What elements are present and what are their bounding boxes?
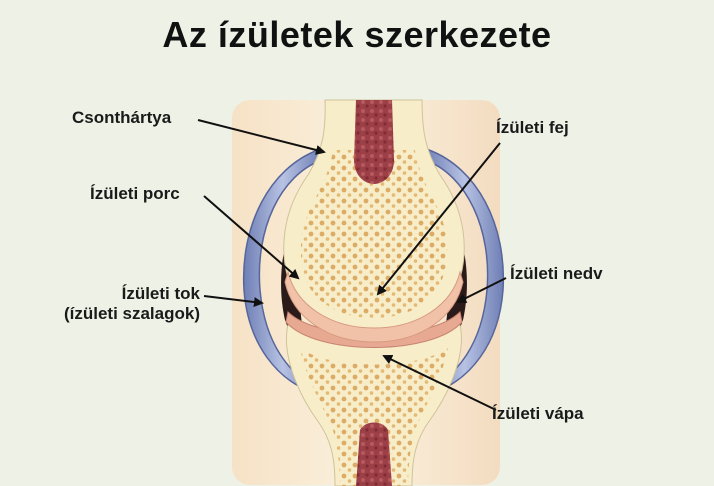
label-periosteum: Csonthártya bbox=[72, 108, 172, 127]
head-cartilage bbox=[284, 270, 464, 343]
arrow-head bbox=[376, 142, 501, 296]
label-capsule-line2: (ízületi szalagok) bbox=[63, 304, 200, 323]
arrow-periosteum bbox=[197, 119, 326, 155]
label-capsule-line1: Ízületi tok bbox=[121, 284, 200, 303]
label-cartilage: Ízületi porc bbox=[90, 184, 180, 203]
arrow-fluid bbox=[456, 277, 507, 303]
arrow-socket bbox=[382, 354, 497, 411]
label-head: Ízületi fej bbox=[496, 118, 569, 137]
leader-arrows bbox=[197, 119, 507, 411]
label-capsule: Ízületi tok (ízületi szalagok) bbox=[40, 284, 200, 324]
lower-bone bbox=[286, 317, 462, 486]
arrow-cartilage bbox=[203, 195, 300, 280]
label-fluid: Ízületi nedv bbox=[510, 264, 603, 283]
label-socket: Ízületi vápa bbox=[492, 404, 584, 423]
page-title: Az ízületek szerkezete bbox=[162, 14, 552, 55]
upper-bone bbox=[283, 99, 465, 336]
arrow-capsule bbox=[203, 295, 264, 308]
